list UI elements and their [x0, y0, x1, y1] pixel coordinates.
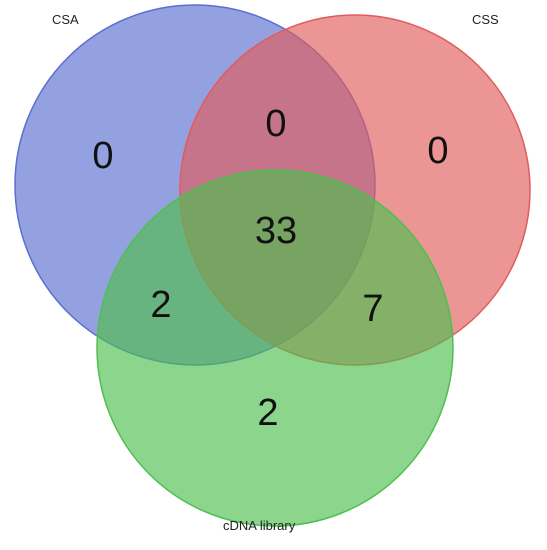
set-label-csa: CSA	[52, 12, 79, 27]
region-count-css-only: 0	[427, 130, 448, 172]
region-count-cdna-only: 2	[257, 392, 278, 434]
region-count-csa-only: 0	[92, 135, 113, 177]
region-count-css-cdna: 7	[362, 288, 383, 330]
region-count-csa-cdna: 2	[150, 284, 171, 326]
region-count-all-three: 33	[255, 210, 297, 252]
set-label-css: CSS	[472, 12, 499, 27]
region-count-csa-css: 0	[265, 103, 286, 145]
set-circle-cdna	[96, 169, 454, 527]
set-label-cdna: cDNA library	[223, 518, 296, 533]
